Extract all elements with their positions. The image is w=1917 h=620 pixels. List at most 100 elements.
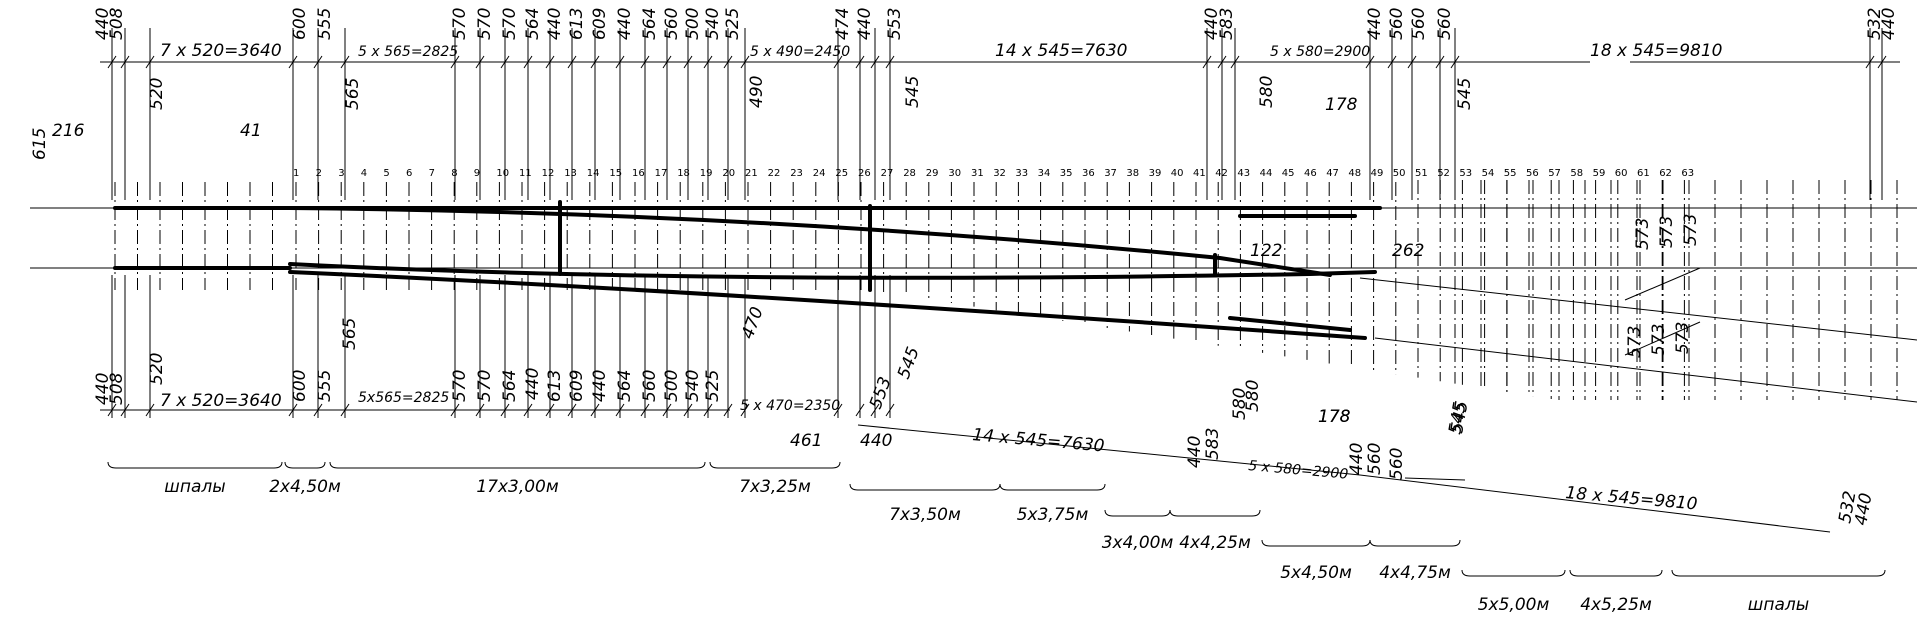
dimension-tick <box>288 403 298 417</box>
group-label: 17х3,00м <box>476 477 559 497</box>
sleeper-number: 3 <box>338 168 344 179</box>
sleeper-number: 13 <box>564 168 577 179</box>
top-dimension-label: 560 <box>662 8 682 40</box>
bottom-dimension-label: 580 <box>1230 388 1250 420</box>
sleeper-number: 56 <box>1526 168 1539 179</box>
dimension-tick <box>523 55 533 69</box>
dimension-tick <box>723 55 733 69</box>
bottom-dimension-label: 570 <box>450 370 470 402</box>
upper-dimension-label: 490 <box>747 76 767 108</box>
top-dimension-label: 440 <box>1202 8 1222 40</box>
upper-dimension-label: 580 <box>1257 76 1277 108</box>
sleeper-number: 10 <box>496 168 509 179</box>
sleeper-number: 22 <box>768 168 781 179</box>
top-dimension-label: 553 <box>885 8 905 40</box>
dimension-tick <box>590 55 600 69</box>
top-dimension-label: 560 <box>1409 8 1429 40</box>
top-dimension-label: 555 <box>315 8 335 40</box>
lower-dimension-label: 520 <box>147 353 167 385</box>
dimension-tick <box>1202 55 1212 69</box>
group-label: 5х4,50м <box>1280 563 1352 583</box>
top-dimension-label: 583 <box>1217 8 1237 40</box>
dimension-tick <box>662 403 672 417</box>
group-label: 7х3,50м <box>889 505 961 525</box>
dimension-tick <box>450 55 460 69</box>
bottom-dimension-label: 540 <box>683 370 703 402</box>
sleeper-number: 36 <box>1082 168 1095 179</box>
dimension-tick <box>120 403 130 417</box>
top-dimension-label: 540 <box>703 8 723 40</box>
slanted-dimension-line <box>857 424 1361 476</box>
group-label: 4х4,75м <box>1379 563 1451 583</box>
dimension-tick <box>340 55 350 69</box>
upper-dimension-label: 520 <box>147 78 167 110</box>
dimension-tick <box>450 403 460 417</box>
dimension-tick <box>475 403 485 417</box>
sleeper-number: 6 <box>406 168 412 179</box>
dimension-tick <box>567 403 577 417</box>
top-dimension-label: 560 <box>1387 8 1407 40</box>
dimension-tick <box>1407 55 1417 69</box>
top-dimension-label: 440 <box>1365 8 1385 40</box>
sleeper-number: 51 <box>1415 168 1428 179</box>
bottom-dimension-label: 560 <box>1387 448 1407 480</box>
upper-dimension-label: 178 <box>1325 95 1358 115</box>
group-bracket <box>999 483 1106 491</box>
dimension-tick <box>313 55 323 69</box>
sleeper-number: 16 <box>632 168 645 179</box>
sleeper-number: 1 <box>293 168 299 179</box>
top-dimension-label: 508 <box>107 7 127 40</box>
dimension-tick <box>703 55 713 69</box>
dimension-tick <box>885 403 895 417</box>
bottom-dimension-label: 461 <box>790 431 822 451</box>
sleeper-number: 17 <box>655 168 668 179</box>
lower-dimension-label: 545 <box>894 344 924 381</box>
group-bracket <box>1104 509 1171 517</box>
bottom-dimension-label: 560 <box>1365 443 1385 475</box>
dimension-tick <box>107 403 117 417</box>
bottom-dimension-label: 564 <box>615 370 635 402</box>
top-dimension-label: 564 <box>640 8 660 40</box>
dimension-tick <box>615 403 625 417</box>
slanted-dimension-line <box>1359 474 1831 533</box>
upper-dimension-label: 565 <box>343 78 363 110</box>
sleeper-number: 2 <box>316 168 322 179</box>
dimension-tick <box>523 403 533 417</box>
sleeper-number: 40 <box>1171 168 1184 179</box>
dimension-tick <box>640 403 650 417</box>
top-dimension-label: 570 <box>475 8 495 40</box>
bottom-dimension-label: 7 x 520=3640 <box>160 391 282 411</box>
bottom-dimension-label: 14 x 545=7630 <box>972 425 1106 456</box>
top-dimension-label: 5 x 580=2900 <box>1270 44 1370 60</box>
sleeper-number: 57 <box>1548 168 1561 179</box>
top-dimension-label: 570 <box>450 8 470 40</box>
sleeper-number: 47 <box>1326 168 1339 179</box>
group-bracket <box>1169 509 1261 517</box>
sleeper-number: 29 <box>926 168 939 179</box>
bottom-dimension-label: 440 <box>523 368 543 400</box>
top-dimension-label: 613 <box>567 8 587 40</box>
top-dimension-label: 560 <box>1435 8 1455 40</box>
group-bracket <box>329 461 706 469</box>
slanted-dimension-line <box>1404 477 1466 481</box>
top-dimension-label: 525 <box>723 8 743 40</box>
bottom-dimension-label: 564 <box>500 370 520 402</box>
sleeper-number: 58 <box>1570 168 1583 179</box>
upper-dimension-label: 545 <box>903 76 923 108</box>
sleeper-number: 50 <box>1393 168 1406 179</box>
group-bracket <box>1569 569 1663 577</box>
sleeper-number: 43 <box>1237 168 1250 179</box>
group-label: 4х5,25м <box>1580 595 1652 615</box>
sleeper-number: 14 <box>587 168 600 179</box>
dimension-tick <box>1217 55 1227 69</box>
sleeper-number: 27 <box>881 168 894 179</box>
sleeper-number: 55 <box>1504 168 1517 179</box>
group-bracket <box>1671 569 1886 577</box>
sleeper-number: 7 <box>429 168 435 179</box>
top-dimension-label: 7 x 520=3640 <box>160 41 282 61</box>
group-bracket <box>709 461 841 469</box>
bottom-dimension-label: 440 <box>590 370 610 402</box>
top-dimension-label: 564 <box>523 8 543 40</box>
